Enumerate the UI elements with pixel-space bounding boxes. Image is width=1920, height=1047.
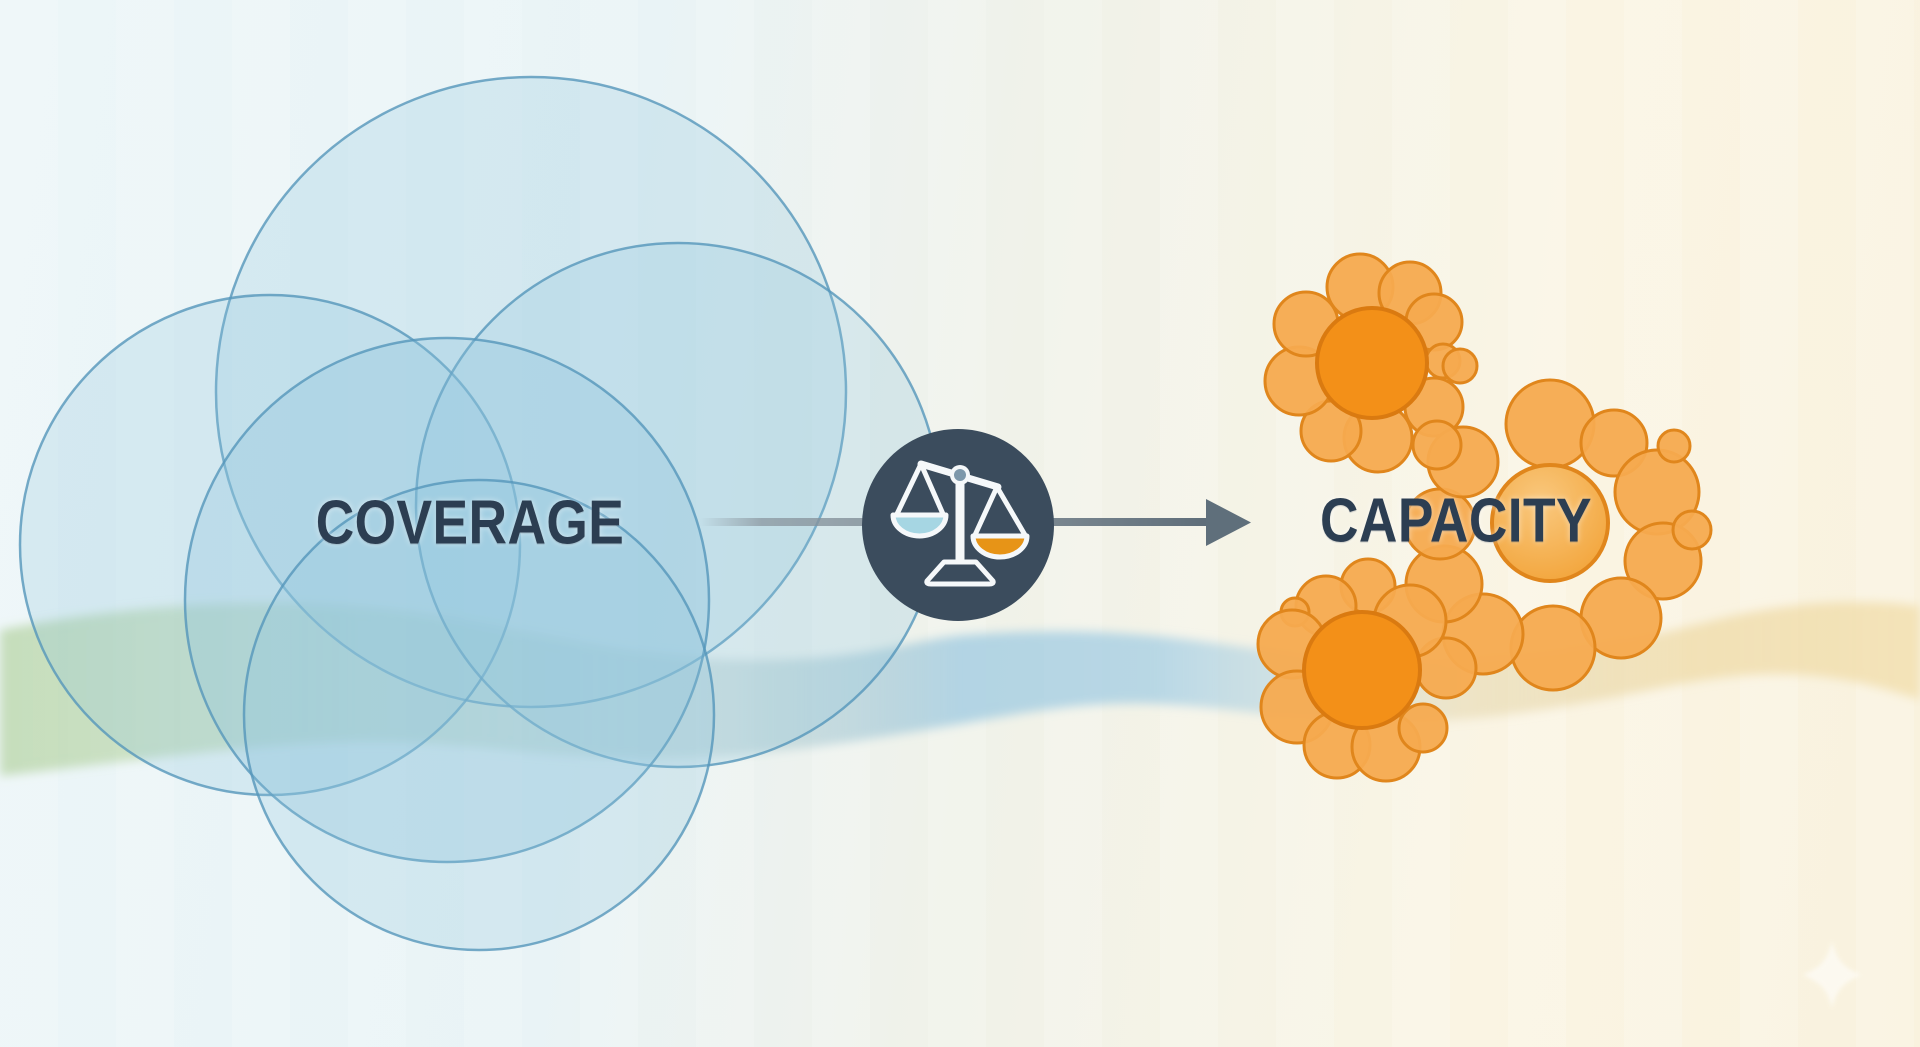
capacity-cluster bbox=[1256, 557, 1478, 783]
cluster-petal bbox=[1656, 428, 1692, 464]
scale-right-hanger bbox=[972, 484, 1028, 538]
cluster-core bbox=[1302, 610, 1422, 730]
capacity-clusters-group bbox=[1256, 252, 1713, 783]
cluster-petal bbox=[1397, 702, 1449, 754]
coverage-label: COVERAGE bbox=[315, 488, 625, 558]
coverage-circle bbox=[214, 75, 848, 709]
balance-scale-icon bbox=[862, 429, 1054, 621]
scale-right-pan bbox=[970, 533, 1030, 560]
scale-pivot bbox=[954, 469, 966, 481]
capacity-cluster bbox=[1263, 252, 1479, 474]
cluster-petal bbox=[1441, 347, 1479, 385]
cluster-petal bbox=[1509, 604, 1597, 692]
capacity-label: CAPACITY bbox=[1319, 486, 1593, 556]
cluster-petal bbox=[1504, 378, 1596, 470]
scale-base bbox=[924, 559, 996, 587]
capacity-cluster bbox=[1403, 378, 1713, 692]
cluster-core bbox=[1315, 306, 1429, 420]
sparkle-icon bbox=[1803, 941, 1861, 1008]
cluster-petal bbox=[1411, 419, 1463, 471]
cluster-core bbox=[1490, 463, 1610, 583]
background-wave bbox=[0, 602, 1920, 776]
scale-left-pan bbox=[890, 512, 949, 539]
coverage-circle bbox=[18, 293, 522, 797]
coverage-circle bbox=[183, 336, 711, 864]
arrowhead-icon bbox=[1206, 499, 1251, 546]
scale-left-hanger bbox=[894, 461, 946, 517]
cluster-petal bbox=[1671, 509, 1713, 551]
coverage-circles-group bbox=[18, 75, 942, 952]
coverage-circle bbox=[242, 478, 716, 952]
